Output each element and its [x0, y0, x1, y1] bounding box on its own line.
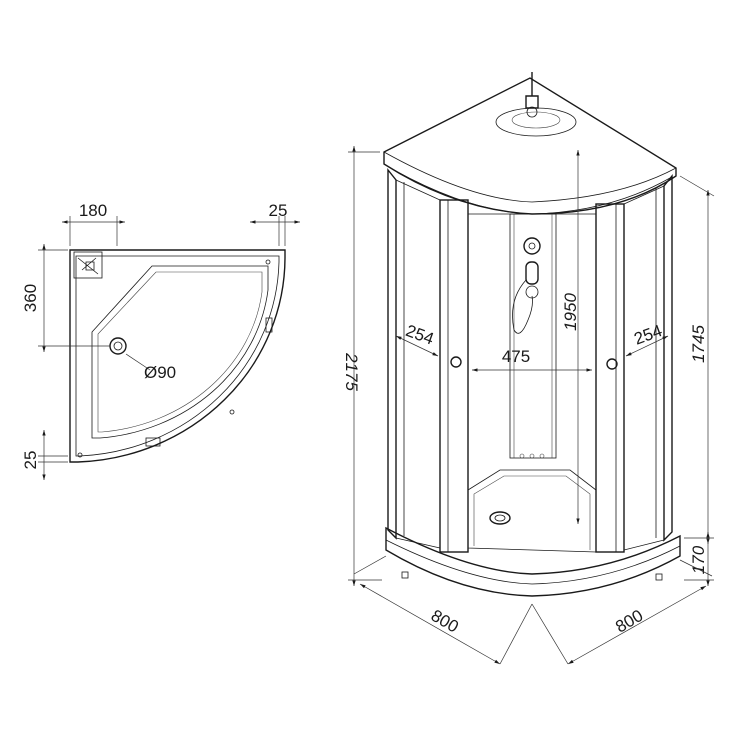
- overhead-shower: [525, 72, 539, 109]
- corner-bracket: [73, 251, 103, 279]
- roof-top: [383, 77, 677, 215]
- mixer-knob: [523, 237, 541, 255]
- left-door-frame: [439, 199, 469, 553]
- hand-shower: [525, 261, 539, 285]
- dim-360: 360: [21, 284, 40, 312]
- shower-hose: [512, 279, 533, 334]
- dim-254-left: 254: [403, 321, 436, 349]
- right-door-handle: [606, 358, 618, 370]
- tray-skirt: [385, 526, 681, 597]
- dim-drain-diameter: Ø90: [144, 363, 176, 382]
- left-door-handle: [450, 356, 462, 368]
- tray-inner-rim: [75, 255, 280, 457]
- tray-outline: [69, 249, 286, 463]
- back-column: [509, 213, 557, 459]
- tray-drain: [489, 511, 511, 525]
- dim-25-left: 25: [21, 451, 40, 470]
- dim-170: 170: [689, 545, 708, 574]
- corner-detail: [77, 257, 99, 275]
- basin-inner: [97, 271, 263, 433]
- dim-180: 180: [79, 201, 107, 220]
- tray-floor: [467, 469, 597, 553]
- dim-25-top: 25: [269, 201, 288, 220]
- dim-1745: 1745: [689, 325, 708, 363]
- dim-800-right: 800: [612, 606, 646, 637]
- right-door-frame: [595, 203, 625, 553]
- left-glass-panel: [387, 168, 397, 540]
- front-view: 2175 1745 170 1950 475 254 254 800 800: [342, 72, 715, 665]
- right-glass-panel: [663, 174, 673, 542]
- dim-800-left: 800: [428, 606, 462, 637]
- dim-1950: 1950: [561, 293, 580, 331]
- dim-475: 475: [502, 347, 530, 366]
- dim-254-right: 254: [632, 321, 665, 349]
- plan-drain: [109, 337, 127, 355]
- dim-2175: 2175: [342, 352, 361, 391]
- plan-view: 180 25 360 25 Ø90: [21, 201, 300, 480]
- basin-outline: [91, 265, 269, 439]
- side-clip: [265, 317, 273, 333]
